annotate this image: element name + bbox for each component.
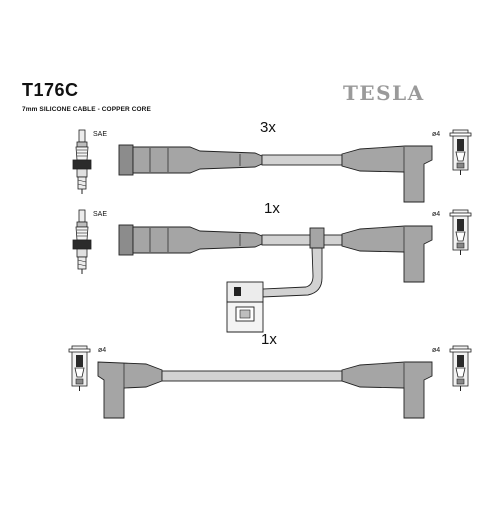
straight-boot-2 xyxy=(132,226,263,254)
cable-2 xyxy=(261,234,343,246)
spark-plug-1 xyxy=(72,129,92,195)
branch-clip xyxy=(309,227,325,249)
plug-type-label-row-1: SAE xyxy=(93,131,108,138)
cable-row-3 xyxy=(68,345,472,419)
plug-type-label-row-2: SAE xyxy=(93,211,108,218)
terminal-2 xyxy=(449,209,472,256)
straight-boot-1 xyxy=(132,146,263,174)
quantity-label-row-2: 1x xyxy=(264,200,280,217)
quantity-label-row-3: 1x xyxy=(261,331,277,348)
terminal-3 xyxy=(68,345,91,392)
sensor-plug-socket xyxy=(234,287,241,296)
boot-cap-1 xyxy=(118,144,134,176)
quantity-label-row-1: 3x xyxy=(260,119,276,136)
boot-cap-2 xyxy=(118,224,134,256)
angled-boot-4 xyxy=(341,361,433,419)
cable-row-1 xyxy=(72,129,472,203)
cable-row-2 xyxy=(72,209,472,333)
terminal-size-label-row-3-right: ø4 xyxy=(432,347,441,354)
cable-description: 7mm SILICONE CABLE - COPPER CORE xyxy=(22,106,151,113)
branch-cable xyxy=(261,247,323,298)
terminal-4 xyxy=(449,345,472,392)
cable-3 xyxy=(161,370,343,382)
terminal-size-label-row-1: ø4 xyxy=(432,131,441,138)
brand-logo: TESLA xyxy=(343,81,425,105)
angled-boot-3 xyxy=(97,361,163,419)
angled-boot-2 xyxy=(341,225,433,283)
terminal-size-label-row-2: ø4 xyxy=(432,211,441,218)
terminal-size-label-row-3-left: ø4 xyxy=(98,347,107,354)
part-number: T176C xyxy=(22,80,79,100)
sensor-plug-body xyxy=(226,281,264,303)
spark-plug-2 xyxy=(72,209,92,275)
angled-boot-1 xyxy=(341,145,433,203)
terminal-1 xyxy=(449,129,472,176)
cable-1 xyxy=(261,154,343,166)
